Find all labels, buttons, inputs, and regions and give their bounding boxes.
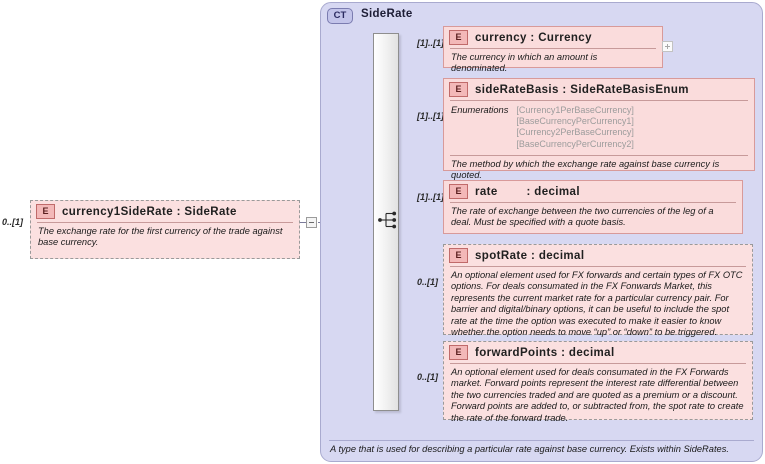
child-cardinality-spotRate: 0..[1] (417, 277, 439, 287)
complex-type-badge-icon: CT (327, 8, 353, 24)
left-element-cardinality: 0..[1] (2, 217, 24, 227)
element-title: currency : Currency (475, 31, 592, 44)
complex-type-description: A type that is used for describing a par… (330, 444, 729, 454)
divider (450, 48, 656, 49)
enumeration-value: [BaseCurrencyPerCurrency2] (516, 138, 634, 149)
element-description: The exchange rate for the first currency… (38, 226, 283, 248)
element-description: An optional element used for FX forwards… (451, 270, 743, 338)
collapse-minus-box[interactable] (306, 217, 317, 228)
minus-glyph (309, 222, 314, 223)
element-badge-icon: E (449, 82, 468, 97)
element-title: currency1SideRate : SideRate (62, 205, 237, 218)
element-badge-icon: E (449, 248, 468, 263)
sequence-icon (378, 211, 397, 229)
child-cardinality-currency: [1]..[1] (417, 38, 444, 48)
element-title: sideRateBasis : SideRateBasisEnum (475, 83, 689, 96)
enumerations-block: Enumerations [Currency1PerBaseCurrency] … (444, 101, 754, 155)
element-description: An optional element used for deals consu… (451, 367, 744, 423)
element-description: The rate of exchange between the two cur… (451, 206, 714, 228)
expand-plus-box[interactable] (662, 41, 673, 52)
element-title: forwardPoints : decimal (475, 346, 615, 359)
element-header: E rate : decimal (444, 181, 742, 202)
element-spotRate[interactable]: E spotRate : decimal An optional element… (443, 244, 753, 337)
element-description: The currency in which an amount is denom… (451, 52, 598, 74)
enumerations-list: [Currency1PerBaseCurrency] [BaseCurrency… (516, 105, 634, 150)
divider (329, 440, 754, 441)
enumeration-value: [Currency1PerBaseCurrency] (516, 105, 634, 115)
element-currency[interactable]: E currency : Currency The currency in wh… (443, 26, 663, 73)
element-currency1SideRate[interactable]: E currency1SideRate : SideRate The excha… (30, 200, 300, 259)
child-cardinality-forwardPoints: 0..[1] (417, 372, 439, 382)
child-cardinality-rate: [1]..[1] (417, 192, 444, 202)
element-badge-icon: E (449, 345, 468, 360)
enumeration-value: [Currency2PerBaseCurrency] (516, 127, 634, 138)
element-title: rate : decimal (475, 185, 580, 198)
element-rate[interactable]: E rate : decimal The rate of exchange be… (443, 180, 743, 234)
element-header: E forwardPoints : decimal (444, 342, 752, 363)
element-header: E currency1SideRate : SideRate (31, 201, 299, 222)
divider (450, 154, 748, 156)
divider (450, 363, 746, 364)
enumerations-label: Enumerations (451, 105, 509, 115)
element-description: The method by which the exchange rate ag… (451, 158, 720, 181)
element-header: E currency : Currency (444, 27, 662, 48)
divider (450, 100, 748, 101)
plus-glyph-vertical (667, 44, 668, 49)
element-badge-icon: E (36, 204, 55, 219)
element-header: E sideRateBasis : SideRateBasisEnum (444, 79, 754, 100)
element-title: spotRate : decimal (475, 249, 585, 262)
element-header: E spotRate : decimal (444, 245, 752, 266)
element-badge-icon: E (449, 30, 468, 45)
divider (450, 266, 746, 267)
enumeration-value: [BaseCurrencyPerCurrency1] (516, 116, 634, 127)
complex-type-name: SideRate (361, 8, 413, 20)
element-sideRateBasis[interactable]: E sideRateBasis : SideRateBasisEnum Enum… (443, 78, 755, 180)
element-forwardPoints[interactable]: E forwardPoints : decimal An optional el… (443, 341, 753, 423)
child-cardinality-sideRateBasis: [1]..[1] (417, 111, 444, 121)
divider (37, 222, 293, 223)
divider (450, 202, 736, 203)
element-badge-icon: E (449, 184, 468, 199)
